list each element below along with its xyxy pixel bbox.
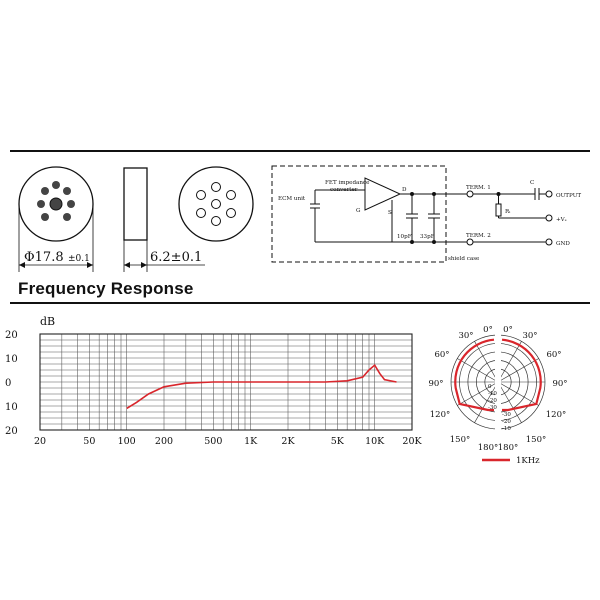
fr-x-tick: 5K	[331, 436, 345, 447]
polar-angle-label: 60°	[434, 350, 449, 360]
y-axis-label: dB	[40, 315, 55, 328]
fr-x-tick: 500	[204, 436, 222, 447]
fr-x-tick: 2K	[281, 436, 295, 447]
polar-legend-label: 1KHz	[516, 456, 540, 466]
polar-radial-label: -30	[502, 412, 511, 418]
polar-angle-label: 150°	[526, 435, 546, 445]
vs-label: +Vₛ	[556, 217, 567, 223]
fr-y-tick: 20	[5, 426, 18, 437]
polar-angle-label: 0°	[483, 325, 493, 335]
polar-spoke	[497, 341, 522, 383]
polar-radial-label: 0	[488, 384, 492, 390]
fr-x-tick: 1K	[244, 436, 258, 447]
polar-pattern: 0° 0° 30° 30° 60° 60° 90° 90° 120° 120° 150° 150° 18…	[428, 325, 567, 466]
polar-radial-label: -10	[502, 426, 511, 432]
polar-angle-label: 90°	[428, 379, 443, 389]
mic-side-view: 6.2±0.1	[123, 167, 205, 272]
title-divider	[10, 302, 590, 304]
polar-spoke	[497, 381, 522, 423]
fr-x-tick: 20	[34, 436, 46, 447]
diameter-tolerance: ±0.1	[68, 254, 90, 264]
polar-angle-label: 60°	[546, 350, 561, 360]
polar-pattern-left	[454, 338, 495, 412]
cap-10pf-label: 10pF	[397, 234, 412, 240]
drain-label: D	[402, 187, 407, 193]
fr-y-tick: 20	[5, 330, 18, 341]
fr-x-tick: 20K	[402, 436, 422, 447]
fr-x-tick: 200	[155, 436, 173, 447]
term1-label: TERM. 1	[466, 185, 491, 191]
fr-y-tick: 10	[5, 402, 18, 413]
gnd-label: GND	[556, 241, 570, 247]
fr-x-tick: 100	[118, 436, 136, 447]
fr-x-tick: 10K	[365, 436, 385, 447]
polar-spoke	[497, 381, 539, 406]
circuit-diagram	[271, 165, 553, 263]
polar-spoke	[457, 381, 499, 406]
polar-spoke	[474, 341, 499, 383]
gate-label: G	[356, 208, 361, 214]
circuit-labels: ECM unit FET impedance converter G D S 1…	[278, 180, 581, 262]
mic-back-view: Φ17.8 ±0.1	[18, 166, 94, 272]
polar-spoke	[474, 381, 499, 423]
diameter-label: Φ17.8	[24, 250, 64, 265]
output-label: OUTPUT	[556, 193, 581, 199]
fr-y-tick: 0	[5, 378, 11, 389]
fr-series-line	[126, 363, 397, 410]
polar-angle-label: 120°	[430, 410, 450, 420]
fr-x-tick: 50	[83, 436, 95, 447]
polar-spoke	[497, 358, 539, 383]
fet-label-1: FET impedance	[325, 180, 370, 186]
capacitor-c-label: C	[530, 180, 534, 186]
polar-center-gap	[495, 333, 501, 431]
mic-front-view	[178, 166, 254, 242]
polar-angle-label: 150°	[450, 435, 470, 445]
height-label: 6.2±0.1	[150, 250, 202, 265]
polar-angle-label: 90°	[552, 379, 567, 389]
polar-pattern-right	[501, 338, 542, 412]
polar-angle-label: 30°	[458, 331, 473, 341]
shield-case-label: shield case	[448, 256, 480, 262]
ecm-label: ECM unit	[278, 196, 306, 202]
fr-y-tick: 10	[5, 354, 18, 365]
cap-33pf-label: 33pF	[420, 234, 435, 240]
fet-label-2: converter	[330, 187, 358, 193]
polar-angle-label: 180°	[498, 443, 518, 453]
polar-angle-label: 30°	[522, 331, 537, 341]
resistor-label: Rₗ	[505, 209, 511, 215]
polar-angle-label: 0°	[503, 325, 513, 335]
shield-case-box	[271, 165, 447, 263]
polar-spoke	[457, 358, 499, 383]
polar-angle-label: 120°	[546, 410, 566, 420]
dimension-drawings: Φ17.8 ±0.1 6.2±0.1	[18, 165, 581, 272]
section-title: Frequency Response	[18, 279, 194, 298]
top-divider	[10, 150, 590, 152]
polar-radial-label: -20	[502, 419, 511, 425]
fr-plot-frame	[39, 333, 413, 431]
polar-radial-label: -30	[488, 405, 497, 411]
term2-label: TERM. 2	[466, 233, 491, 239]
fr-grid	[39, 333, 413, 431]
source-label: S	[388, 210, 392, 216]
polar-radial-label: -20	[488, 398, 497, 404]
polar-angle-label: 180°	[478, 443, 498, 453]
polar-radial-label: -10	[488, 391, 497, 397]
